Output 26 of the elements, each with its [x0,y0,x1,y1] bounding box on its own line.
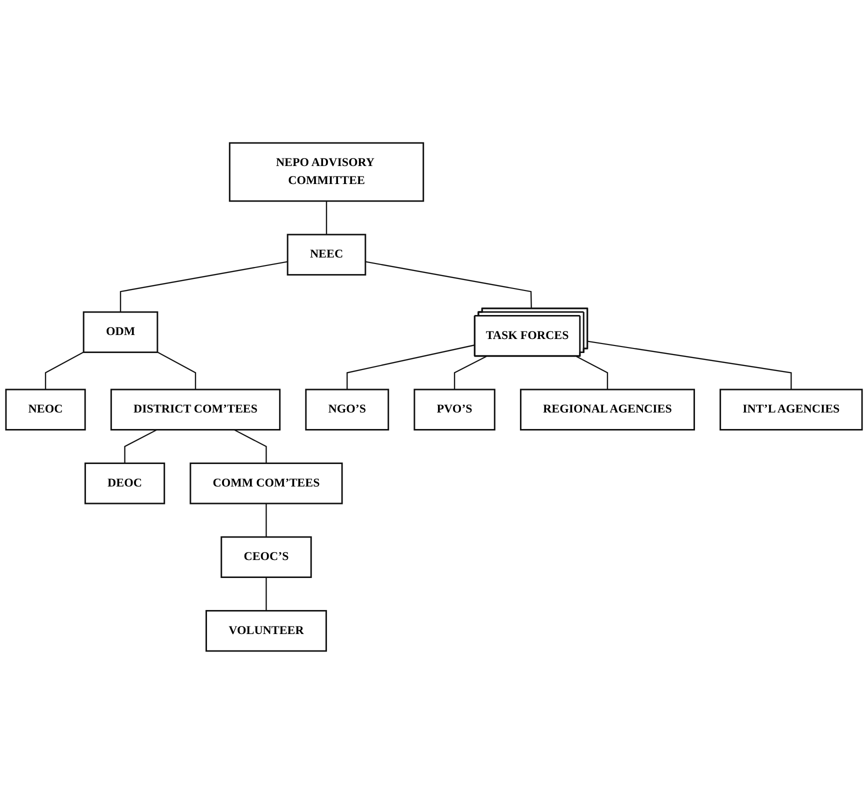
connector [576,356,608,390]
node-box: DEOC [84,462,166,504]
node-box: INT’L AGENCIES [720,388,863,431]
connector [326,201,328,235]
node-box: NEOC [5,388,86,431]
connector [365,261,532,309]
node-box: VOLUNTEER [206,610,327,652]
connector [120,261,288,312]
node-box: NGO’S [305,388,390,431]
node-box: DISTRICT COM’TEES [110,388,281,431]
node-box: NEPO ADVISORY COMMITTEE [228,142,424,202]
node-box: NEEC [286,234,366,276]
connector [124,429,158,464]
node-box: PVO’S [414,388,496,431]
connector [44,352,84,390]
connector [266,504,267,538]
connector [346,344,476,390]
node-box: COMM COM’TEES [190,462,343,504]
connector [157,352,196,390]
node-box: REGIONAL AGENCIES [520,388,695,431]
node-box: ODM [82,311,158,354]
connector [588,340,792,390]
connector [454,356,487,390]
node-box: CEOC’S [220,536,312,578]
connector [234,429,267,464]
connector [266,577,267,611]
